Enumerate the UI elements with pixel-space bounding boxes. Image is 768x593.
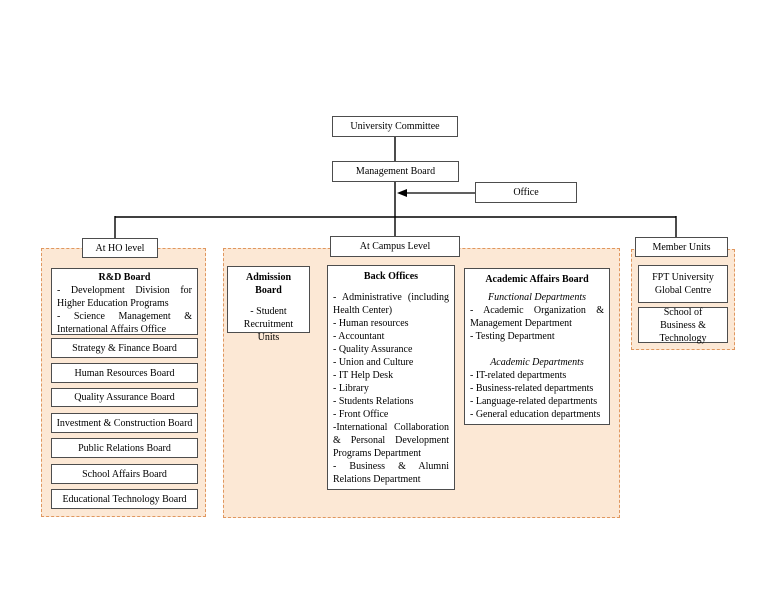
functional-department-item: - Academic Organization & Management Dep… [470,305,604,329]
admission-board-title: Admission Board [245,272,291,296]
educational-technology-board-box: Educational Technology Board [51,489,198,509]
arrowhead-left-icon [397,189,407,197]
human-resources-board-box: Human Resources Board [51,363,198,383]
back-offices-item: - Library [333,383,369,394]
campus-level-label-box: At Campus Level [330,236,460,257]
functional-department-item: - Testing Department [470,331,555,342]
public-relations-board-box: Public Relations Board [51,438,198,458]
back-offices-item: - Front Office [333,409,389,420]
office-box: Office [475,182,577,203]
back-offices-item: - IT Help Desk [333,370,394,381]
admission-board-item: - Student Recruitment Units [243,306,294,343]
ho-level-label-box: At HO level [82,238,158,258]
back-offices-item: - Quality Assurance [333,344,413,355]
back-offices-box: Back Offices - Administrative (including… [327,265,455,490]
rnd-board-title: R&D Board [98,272,151,283]
back-offices-item: -International Collaboration & Personal … [333,422,449,459]
strategy-finance-board-box: Strategy & Finance Board [51,338,198,358]
rnd-board-item: - Development Division for Higher Educat… [57,285,192,309]
academic-affairs-board-box: Academic Affairs Board Functional Depart… [464,268,610,425]
academic-department-item: - IT-related departments [470,370,567,381]
academic-departments-heading: Academic Departments [490,357,584,368]
functional-departments-heading: Functional Departments [487,292,587,303]
fpt-university-global-centre-box: FPT University Global Centre [638,265,728,303]
rnd-board-box: R&D Board - Development Division for Hig… [51,268,198,335]
school-affairs-board-box: School Affairs Board [51,464,198,484]
rnd-board-item: - Science Management & International Aff… [57,311,192,335]
management-board-box: Management Board [332,161,459,182]
back-offices-item: - Business & Alumni Relations Department [333,461,449,485]
back-offices-item: - Union and Culture [333,357,414,368]
academic-department-item: - General education departments [470,409,601,420]
back-offices-title: Back Offices [363,271,419,282]
investment-construction-board-box: Investment & Construction Board [51,413,198,433]
back-offices-item: - Human resources [333,318,409,329]
academic-department-item: - Language-related departments [470,396,598,407]
back-offices-item: - Administrative (including Health Cente… [333,292,449,316]
school-of-business-technology-box: School of Business & Technology [638,307,728,344]
back-offices-item: - Accountant [333,331,385,342]
back-offices-item: - Students Relations [333,396,414,407]
academic-department-item: - Business-related departments [470,383,594,394]
admission-board-box: Admission Board - Student Recruitment Un… [227,266,310,343]
university-committee-box: University Committee [332,116,458,137]
member-units-label-box: Member Units [635,237,728,257]
academic-affairs-title: Academic Affairs Board [485,274,589,285]
quality-assurance-board-box: Quality Assurance Board [51,388,198,407]
